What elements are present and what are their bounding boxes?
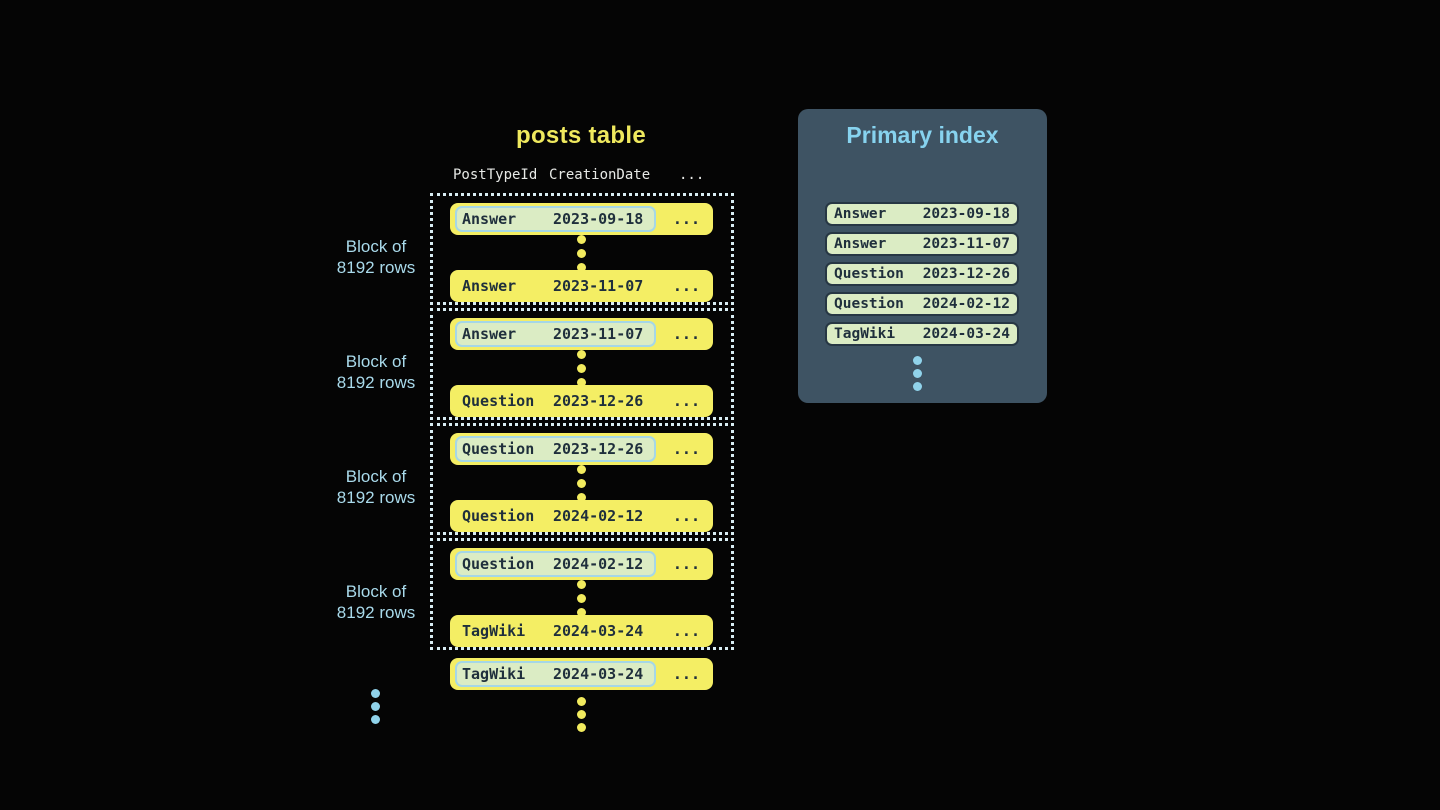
table-row: TagWiki 2024-03-24 ... bbox=[450, 615, 713, 647]
table-row-highlighted: Question 2023-12-26 ... bbox=[450, 433, 713, 465]
row-more-columns: ... bbox=[672, 210, 700, 228]
row-posttypeid: Answer bbox=[462, 325, 517, 343]
row-posttypeid: Answer bbox=[462, 210, 517, 228]
block-8192-rows: Question 2023-12-26 ... Question 2024-02… bbox=[430, 423, 734, 535]
posts-column-header-more: ... bbox=[679, 167, 705, 183]
row-highlight bbox=[455, 551, 656, 577]
row-posttypeid: Answer bbox=[834, 236, 887, 252]
block-8192-rows: Answer 2023-11-07 ... Question 2023-12-2… bbox=[430, 308, 734, 420]
ellipsis-dots bbox=[577, 465, 586, 502]
row-highlight bbox=[455, 436, 656, 462]
posts-column-header-posttypeid: PostTypeId bbox=[453, 167, 538, 183]
row-more-columns: ... bbox=[672, 507, 700, 525]
ellipsis-dots bbox=[913, 356, 922, 391]
row-more-columns: ... bbox=[672, 555, 700, 573]
row-highlight bbox=[455, 206, 656, 232]
index-row: TagWiki 2024-03-24 bbox=[825, 322, 1019, 346]
row-more-columns: ... bbox=[672, 277, 700, 295]
block-8192-rows: Answer 2023-09-18 ... Answer 2023-11-07 … bbox=[430, 193, 734, 305]
index-row: Answer 2023-11-07 bbox=[825, 232, 1019, 256]
row-posttypeid: Answer bbox=[834, 206, 887, 222]
row-creationdate: 2023-09-18 bbox=[553, 210, 644, 228]
row-posttypeid: Question bbox=[462, 440, 535, 458]
index-row: Answer 2023-09-18 bbox=[825, 202, 1019, 226]
table-row: Question 2023-12-26 ... bbox=[450, 385, 713, 417]
posts-table-title: posts table bbox=[516, 122, 646, 149]
table-row: Answer 2023-11-07 ... bbox=[450, 270, 713, 302]
row-creationdate: 2024-03-24 bbox=[553, 665, 644, 683]
row-posttypeid: Question bbox=[462, 555, 535, 573]
row-creationdate: 2023-11-07 bbox=[553, 325, 644, 343]
row-posttypeid: Question bbox=[462, 507, 535, 525]
row-posttypeid: Question bbox=[834, 266, 904, 282]
row-creationdate: 2023-12-26 bbox=[553, 392, 644, 410]
row-creationdate: 2023-12-26 bbox=[922, 266, 1010, 282]
ellipsis-dots bbox=[577, 697, 586, 732]
row-creationdate: 2023-12-26 bbox=[553, 440, 644, 458]
row-more-columns: ... bbox=[672, 622, 700, 640]
primary-index-panel: Primary index Answer 2023-09-18 Answer 2… bbox=[798, 109, 1047, 403]
table-row-highlighted: TagWiki 2024-03-24 ... bbox=[450, 658, 713, 690]
table-row: Question 2024-02-12 ... bbox=[450, 500, 713, 532]
primary-index-title: Primary index bbox=[846, 122, 999, 148]
row-posttypeid: TagWiki bbox=[462, 622, 526, 640]
ellipsis-dots bbox=[371, 689, 380, 724]
row-more-columns: ... bbox=[672, 325, 700, 343]
index-row: Question 2024-02-12 bbox=[825, 292, 1019, 316]
table-row-highlighted: Answer 2023-09-18 ... bbox=[450, 203, 713, 235]
row-posttypeid: Question bbox=[834, 296, 904, 312]
row-highlight bbox=[455, 321, 656, 347]
block-label: Block of 8192 rows bbox=[336, 582, 416, 622]
table-row-highlighted: Question 2024-02-12 ... bbox=[450, 548, 713, 580]
row-creationdate: 2024-02-12 bbox=[553, 555, 644, 573]
row-creationdate: 2023-09-18 bbox=[922, 206, 1010, 222]
ellipsis-dots bbox=[577, 235, 586, 272]
row-posttypeid: TagWiki bbox=[462, 665, 526, 683]
block-8192-rows: Question 2024-02-12 ... TagWiki 2024-03-… bbox=[430, 538, 734, 650]
ellipsis-dots bbox=[577, 580, 586, 617]
table-row-highlighted: Answer 2023-11-07 ... bbox=[450, 318, 713, 350]
index-row: Question 2023-12-26 bbox=[825, 262, 1019, 286]
posts-column-header-creationdate: CreationDate bbox=[549, 167, 651, 183]
ellipsis-dots bbox=[577, 350, 586, 387]
row-creationdate: 2023-11-07 bbox=[922, 236, 1010, 252]
row-more-columns: ... bbox=[672, 665, 700, 683]
block-label: Block of 8192 rows bbox=[336, 467, 416, 507]
block-label: Block of 8192 rows bbox=[336, 237, 416, 277]
row-creationdate: 2024-02-12 bbox=[553, 507, 644, 525]
row-more-columns: ... bbox=[672, 392, 700, 410]
row-posttypeid: TagWiki bbox=[834, 326, 896, 342]
block-label: Block of 8192 rows bbox=[336, 352, 416, 392]
row-more-columns: ... bbox=[672, 440, 700, 458]
row-creationdate: 2023-11-07 bbox=[553, 277, 644, 295]
row-highlight bbox=[455, 661, 656, 687]
row-creationdate: 2024-03-24 bbox=[553, 622, 644, 640]
row-creationdate: 2024-02-12 bbox=[922, 296, 1010, 312]
row-posttypeid: Answer bbox=[462, 277, 517, 295]
row-posttypeid: Question bbox=[462, 392, 535, 410]
row-creationdate: 2024-03-24 bbox=[922, 326, 1010, 342]
